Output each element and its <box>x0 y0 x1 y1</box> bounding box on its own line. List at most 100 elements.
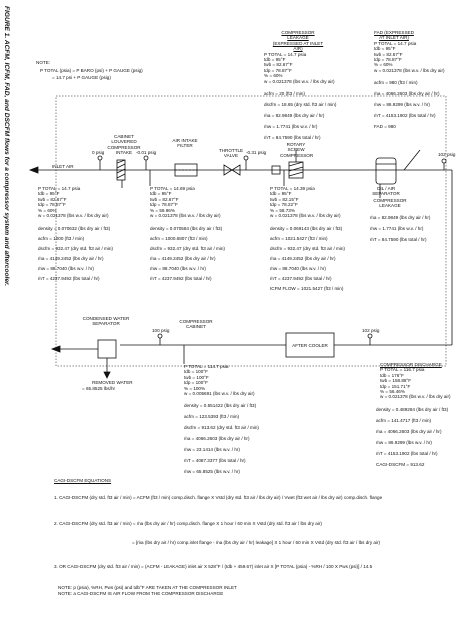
state-line: tdb = 100°F <box>184 369 208 375</box>
state-line: tdp = 100°F <box>184 380 208 386</box>
equation-2b: = [ṁa (lbs dry air / hr) comp.inlet flan… <box>132 540 381 546</box>
water-separator-symbol <box>97 339 117 359</box>
equation-3: 3. OR CAGI-DSCFM (dry std. ft3 air / min… <box>54 563 373 569</box>
compressor-cabinet-boundary <box>55 95 447 367</box>
air-filter-label: AIR INTAKE FILTER <box>172 138 198 149</box>
state-calc: ṁT = 4237.9492 (lbs total / hr) <box>150 276 212 282</box>
state-calc: ṁT = 4237.9492 (lbs total / hr) <box>270 276 332 282</box>
fad-block: FAD (EXPRESSED AT INLET AIR) P TOTAL = 1… <box>374 30 445 132</box>
state-line: P TOTAL = 14.39 psia <box>270 186 315 191</box>
state-line: twb = 100°F <box>184 374 209 380</box>
water-separator-label: CONDENSED WATER SEPARATOR <box>82 316 130 327</box>
state-calc: ṁT = 4153.1902 (lbs total / hr) <box>374 113 436 119</box>
discharge-title: COMPRESSOR DISCHARGE <box>380 362 442 367</box>
equations-title: CAGI-DSCFM EQUATIONS <box>54 478 112 483</box>
state-line: % = 60% <box>38 207 57 213</box>
state-line: P TOTAL = 114.7 psia <box>184 364 229 369</box>
state-line: w = 0.021378 (lbs w.v. / lbs dry air) <box>380 394 451 400</box>
state-calc: ṁT = 4237.9492 (lbs total / hr) <box>38 276 100 282</box>
state-line: w = 0.021378 (lbs w.v. / lbs dry air) <box>38 213 109 219</box>
state-calc: ṁa = 4149.2452 (lbs dry air / hr) <box>270 256 336 262</box>
state-calc: ṁw = 1.7741 (lbs w.v. / hr) <box>370 225 424 231</box>
state-calc: ṁa = 4149.2452 (lbs dry air / hr) <box>150 256 216 262</box>
state-line: twb = 82.15°F <box>270 196 299 202</box>
inlet-air-label: INLET AIR <box>52 164 74 169</box>
state-line: P TOTAL = 116.7 psia <box>380 367 425 373</box>
state-calc: ṁw = 1.7741 (lbs w.v. / hr) <box>264 124 318 130</box>
state-line: tdb = 95°F <box>150 191 172 197</box>
state-calc: ṁT = 84.7590 (lbs total / hr) <box>264 135 321 141</box>
equations-note-2: NOTE: a CAGI-DSCFM IS AIR FLOW FROM THE … <box>58 591 224 597</box>
state-calc: dscfm = 18.65 (dry std. ft3 air / min) <box>264 102 337 108</box>
state-line: tdp = 78.22°F <box>270 202 298 208</box>
state-calc: acfm = 141.4717 (ft3 / min) <box>376 417 432 423</box>
state-calc: ṁa = 82.9849 (lbs dry air / hr) <box>370 214 431 220</box>
removed-water-value: = 65.8525 lbs/hr <box>82 386 116 391</box>
state-calc: dscfm = 913.62 (dry std. ft3 air / min) <box>184 425 259 431</box>
state-line: twb = 158.88°F <box>380 378 412 384</box>
state-calc: ṁw = 88.7040 (lbs w.v. / hr) <box>150 266 206 272</box>
state-calc: dscfm = 932.47 (dry std. ft3 air / min) <box>150 246 225 252</box>
discharge-block: COMPRESSOR DISCHARGE P TOTAL = 116.7 psi… <box>376 362 452 470</box>
state-line: tdb = 176°F <box>380 372 404 378</box>
state-calc: density = 0.069143 (lbs dry air / ft3) <box>270 226 343 232</box>
cabinet-intake-symbol <box>116 159 126 181</box>
pressure-p2: -0.31 psig <box>246 150 267 155</box>
state-line: twb = 82.67°F <box>150 196 179 202</box>
state-calc: ṁT = 4153.1902 (lbs total / hr) <box>376 450 438 456</box>
state-line: % = 56.46% <box>380 389 405 395</box>
throttle-valve-symbol <box>223 164 233 176</box>
state-calc: ṁa = 4149.2452 (lbs dry air / hr) <box>38 256 104 262</box>
state-calc: acfm = 980 (ft3 / min) <box>374 80 418 86</box>
state-calc: acfm = 1021.5427 (ft3 / min) <box>270 236 328 242</box>
state-calc: ṁw = 86.9299 (lbs w.v. / hr) <box>374 102 430 108</box>
state-calc: density = 0.551422 (lbs dry air / ft3) <box>184 403 257 409</box>
state-line: P TOTAL = 14.7 psia <box>374 40 417 46</box>
pressure-p5: 102 psig <box>362 328 380 333</box>
state-calc: FAD = 980 <box>374 124 396 130</box>
state-calc: ṁT = 84.7590 (lbs total / hr) <box>370 236 427 242</box>
cabinet-intake-label: CABINET LOUVERED COMPRESSOR INTAKE <box>107 134 141 156</box>
state-calc: ṁw = 65.8525 (lbs w.v. / hr) <box>184 469 240 475</box>
state-line: P TOTAL = 14.7 psia <box>38 186 81 191</box>
state-line: % = 60% <box>264 73 283 79</box>
equation-1: 1. CAGI-DSCFM (dry std. ft3 air / min) =… <box>54 495 383 501</box>
state-calc: acfm = 1000 (ft3 / min) <box>38 236 85 242</box>
state-line: % = 58.73% <box>270 207 295 213</box>
state-line: w = 0.005691 (lbs w.v. / lbs dry air) <box>184 391 255 397</box>
state-calc: ṁw = 88.7040 (lbs w.v. / hr) <box>270 266 326 272</box>
state-line: twb = 82.67°F <box>264 62 293 68</box>
note-line1: P TOTAL (psia) = P BARO (psi) + P GAUGE … <box>40 68 143 73</box>
state-line: % = 100% <box>184 385 206 391</box>
state-line: w = 0.021378 (lbs w.v. / lbs dry air) <box>270 213 341 219</box>
state-calc: dscfm = 932.47 (dry std. ft3 air / min) <box>270 246 345 252</box>
state-line: w = 0.021378 (lbs w.v. / lbs dry air) <box>264 78 335 84</box>
state-line: tdb = 95°F <box>38 191 60 197</box>
state-cabinet: P TOTAL = 114.7 psia tdb = 100°F twb = 1… <box>184 364 259 477</box>
pressure-p0: 0 psig <box>92 150 105 155</box>
leak-inlet: COMPRESSOR LEAKAGE (EXPRESSED AT INLET A… <box>264 30 336 143</box>
state-line: twb = 82.67°F <box>38 196 67 202</box>
state-calc: acfm = 20 (ft3 / min) <box>264 91 305 97</box>
state-line: tdb = 95°F <box>374 46 396 52</box>
pressure-p1: -0.01 psig <box>136 150 157 155</box>
leak-inlet-title: COMPRESSOR LEAKAGE (EXPRESSED AT INLET A… <box>272 30 324 52</box>
state-calc: ṁa = 82.9849 (lbs dry air / hr) <box>264 113 325 119</box>
compressor-cabinet-label: COMPRESSOR CABINET <box>179 319 213 330</box>
state-calc: ṁT = 4087.3377 (lbs total / hr) <box>184 458 246 464</box>
state-calc: acfm = 1000.6807 (ft3 / min) <box>150 236 208 242</box>
state-calc: ṁw = 86.9299 (lbs w.v. / hr) <box>376 439 432 445</box>
removed-water-label: REMOVED WATER <box>92 380 133 385</box>
state-line: % = 60% <box>374 62 393 68</box>
state-line: tdp = 78.87°F <box>38 202 66 208</box>
state-line: twb = 82.67°F <box>374 51 403 57</box>
state-calc: density = 0.070584 (lbs dry air / ft3) <box>150 226 223 232</box>
state-calc: density = 0.070632 (lbs dry air / ft3) <box>38 226 111 232</box>
state-compressor: P TOTAL = 14.39 psia tdb = 95°F twb = 82… <box>270 186 345 294</box>
state-line: tdp = 78.87°F <box>150 202 178 208</box>
state-line: tdp = 151.71°F <box>380 383 411 389</box>
state-calc: ṁw = 23.1414 (lbs w.v. / hr) <box>184 447 240 453</box>
state-line: w = 0.021378 (lbs w.v. / lbs dry air) <box>150 213 221 219</box>
state-filter: P TOTAL = 14.69 psia tdb = 95°F twb = 82… <box>150 186 225 284</box>
